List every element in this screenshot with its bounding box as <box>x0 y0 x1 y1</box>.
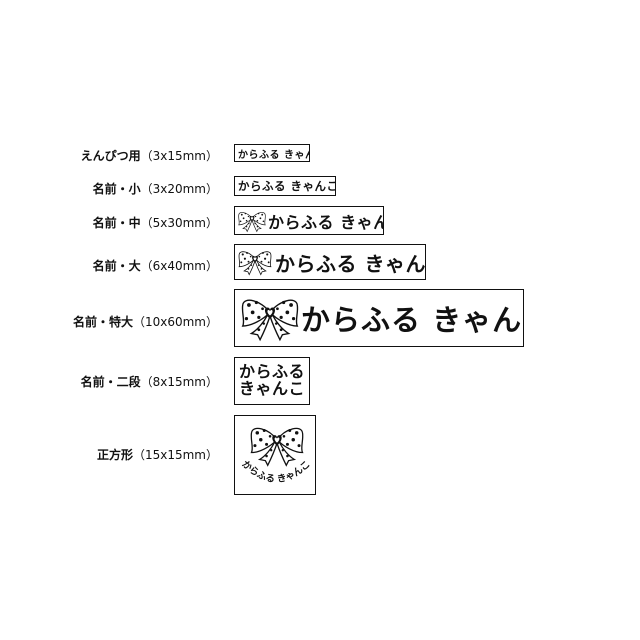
row-label-text: 正方形 <box>96 448 133 462</box>
svg-text:からふる きゃんこ: からふる きゃんこ <box>239 459 312 485</box>
row-size-text: （15x15mm） <box>132 448 218 462</box>
row-size-text: （6x40mm） <box>140 259 218 273</box>
row-label-name-large: 名前・大（6x40mm） <box>93 257 218 274</box>
stamp-arc-text: からふる きゃんこ <box>239 459 312 485</box>
stamp-name-small: からふる きゃんこ <box>234 176 336 196</box>
stamp-name-text: からふる きゃんこ <box>239 459 312 485</box>
stamp-name-medium: からふる きゃんこ <box>234 206 384 235</box>
stamp-name-two-line: からふる きゃんこ <box>234 357 310 405</box>
row-label-name-small: 名前・小（3x20mm） <box>93 180 218 197</box>
row-label-text: 名前・小 <box>92 182 141 196</box>
stamp-pencil: からふる きゃんこ <box>234 144 310 162</box>
stamp-name-text: からふる きゃんこ <box>238 179 336 193</box>
ribbon-bow-with-heart-icon <box>238 211 266 232</box>
stamp-name-line2: きゃんこ <box>239 379 306 398</box>
stamp-name-text: からふる きゃんこ <box>275 251 426 276</box>
ribbon-bow-with-heart-icon <box>241 299 299 341</box>
row-size-text: （3x15mm） <box>140 149 218 163</box>
row-label-square: 正方形（15x15mm） <box>97 446 218 463</box>
row-label-name-extra-large: 名前・特大（10x60mm） <box>73 313 218 330</box>
row-label-pencil: えんぴつ用（3x15mm） <box>81 147 218 164</box>
row-size-text: （8x15mm） <box>140 375 218 389</box>
row-size-text: （5x30mm） <box>140 216 218 230</box>
stamp-name-line1: からふる <box>239 362 306 382</box>
row-label-text: 名前・中 <box>92 216 141 230</box>
ribbon-bow-with-heart-icon <box>238 251 272 275</box>
row-label-text: 名前・二段 <box>80 375 141 389</box>
row-label-text: えんぴつ用 <box>80 149 141 163</box>
row-label-name-medium: 名前・中（5x30mm） <box>93 214 218 231</box>
row-size-text: （10x60mm） <box>132 315 218 329</box>
row-label-name-two-line: 名前・二段（8x15mm） <box>81 373 218 390</box>
row-label-text: 名前・特大 <box>72 315 133 329</box>
stamp-name-text: からふる きゃんこ <box>301 303 523 337</box>
stamp-square: からふる きゃんこ <box>234 415 316 495</box>
stamp-name-large: からふる きゃんこ <box>234 244 426 280</box>
stamp-name-extra-large: からふる きゃんこ <box>234 289 524 347</box>
stamp-name-text: からふる きゃんこ <box>268 212 383 232</box>
stamp-name-text: からふる きゃんこ <box>238 149 309 161</box>
row-label-text: 名前・大 <box>92 259 141 273</box>
row-size-text: （3x20mm） <box>140 182 218 196</box>
